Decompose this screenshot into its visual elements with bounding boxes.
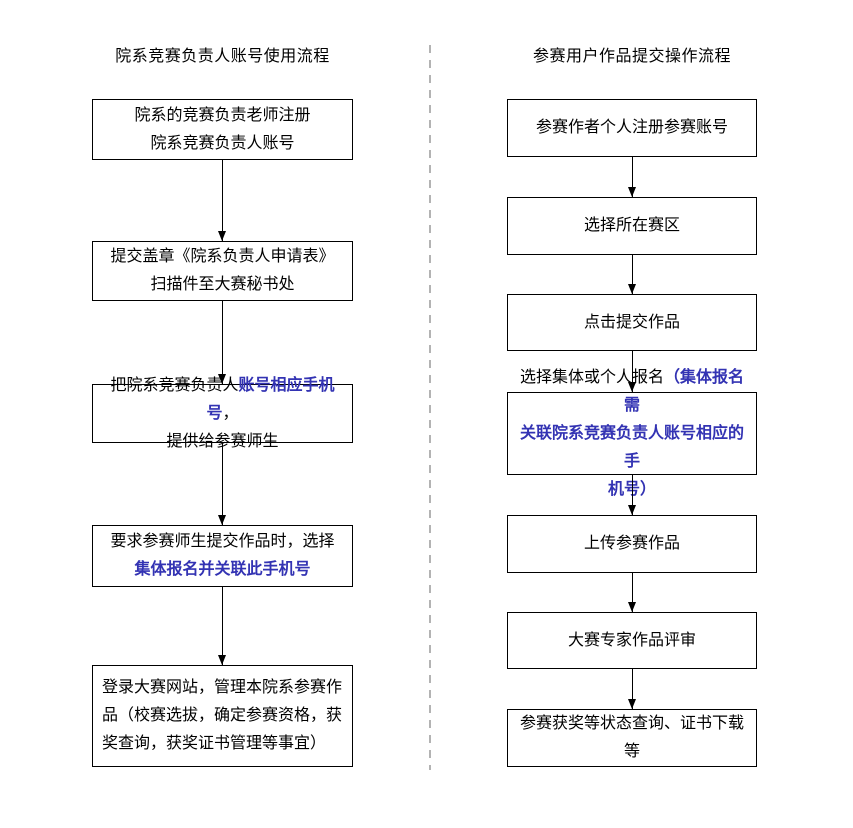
arrow-down-icon: [218, 443, 226, 525]
left-step-submit-stamped-form: 提交盖章《院系负责人申请表》扫描件至大赛秘书处: [92, 241, 353, 301]
left-step-register-account: 院系的竞赛负责老师注册院系竞赛负责人账号: [92, 99, 353, 160]
left-step-manage-entries: 登录大赛网站，管理本院系参赛作品（校赛选拔，确定参赛资格，获奖查询，获奖证书管理…: [92, 665, 353, 767]
left-step-require-group-signup: 要求参赛师生提交作品时，选择集体报名并关联此手机号: [92, 525, 353, 587]
left-flow-title: 院系竞赛负责人账号使用流程: [115, 48, 330, 65]
arrow-down-icon: [628, 475, 636, 515]
arrow-down-icon: [628, 255, 636, 294]
arrow-down-icon: [628, 351, 636, 392]
right-step-expert-review: 大赛专家作品评审: [507, 612, 757, 669]
arrow-down-icon: [628, 157, 636, 197]
right-step-status-query-certificate: 参赛获奖等状态查询、证书下载等: [507, 709, 757, 767]
arrow-down-icon: [218, 301, 226, 384]
arrow-down-icon: [218, 587, 226, 665]
right-step-select-region: 选择所在赛区: [507, 197, 757, 255]
right-step-register-account: 参赛作者个人注册参赛账号: [507, 99, 757, 157]
right-step-click-submit-work: 点击提交作品: [507, 294, 757, 351]
right-step-upload-work: 上传参赛作品: [507, 515, 757, 573]
arrow-down-icon: [218, 160, 226, 241]
arrow-down-icon: [628, 573, 636, 612]
arrow-down-icon: [628, 669, 636, 709]
left-step-share-phone-number: 把院系竞赛负责人账号相应手机号，提供给参赛师生: [92, 377, 353, 450]
column-divider: [429, 45, 431, 770]
right-flow-title: 参赛用户作品提交操作流程: [532, 48, 731, 65]
right-step-choose-signup-type: 选择集体或个人报名（集体报名需关联院系竞赛负责人账号相应的手机号）: [507, 369, 757, 498]
